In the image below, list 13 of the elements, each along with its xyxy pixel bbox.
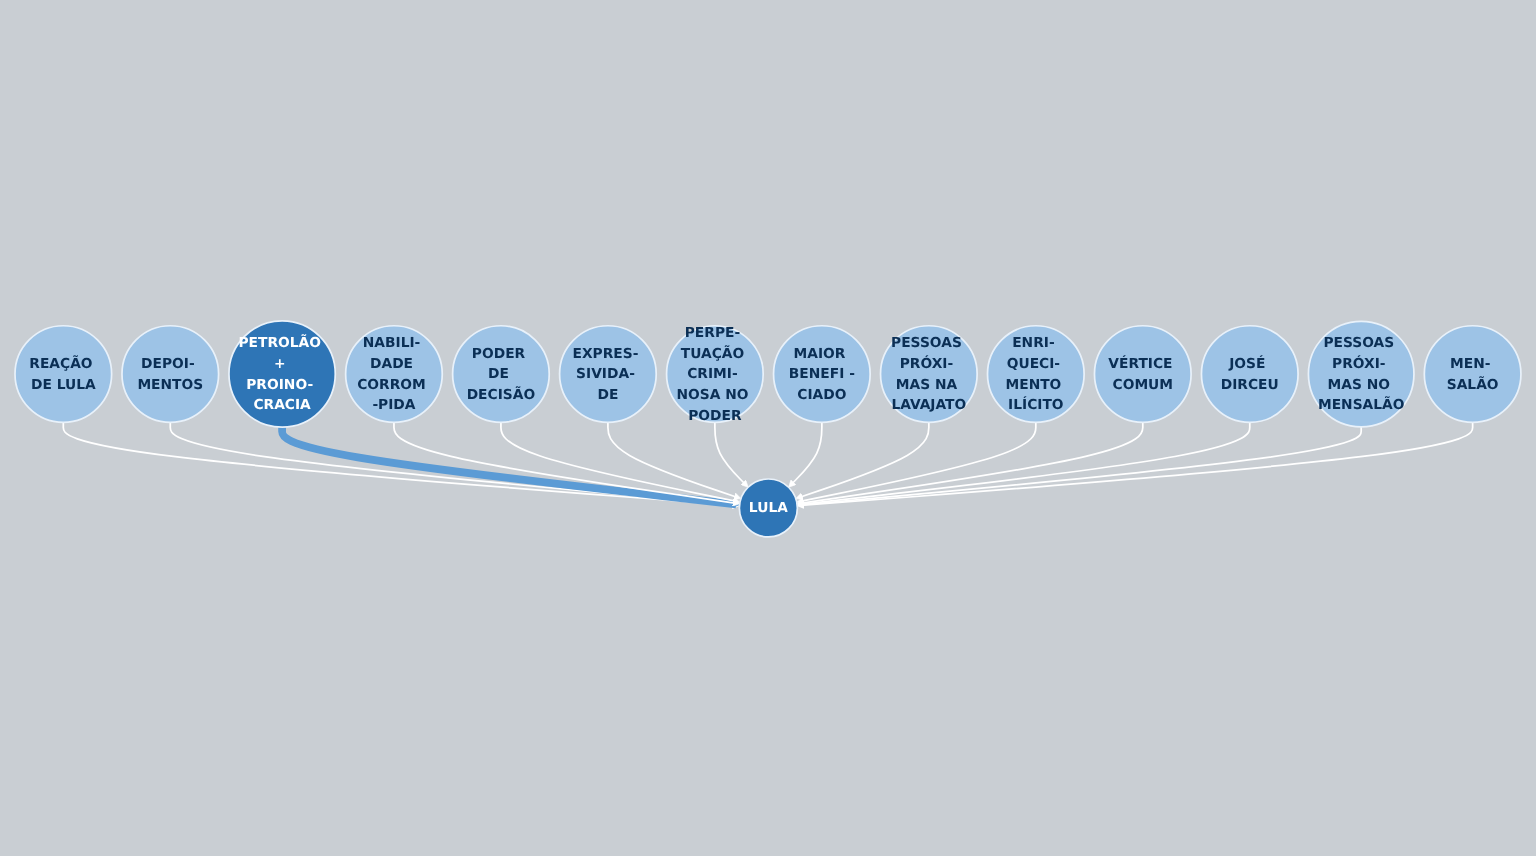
arrow [393, 420, 741, 506]
arrow [169, 420, 740, 508]
arrow [714, 420, 749, 487]
arrow [796, 420, 1251, 507]
arrow [62, 420, 740, 509]
arrow [796, 420, 1144, 506]
arrow [278, 426, 740, 508]
arrow [796, 420, 1474, 509]
arrow [500, 420, 741, 504]
arrow [796, 420, 1037, 504]
arrow [788, 420, 823, 487]
arrow [795, 420, 930, 500]
arrow [607, 420, 742, 500]
